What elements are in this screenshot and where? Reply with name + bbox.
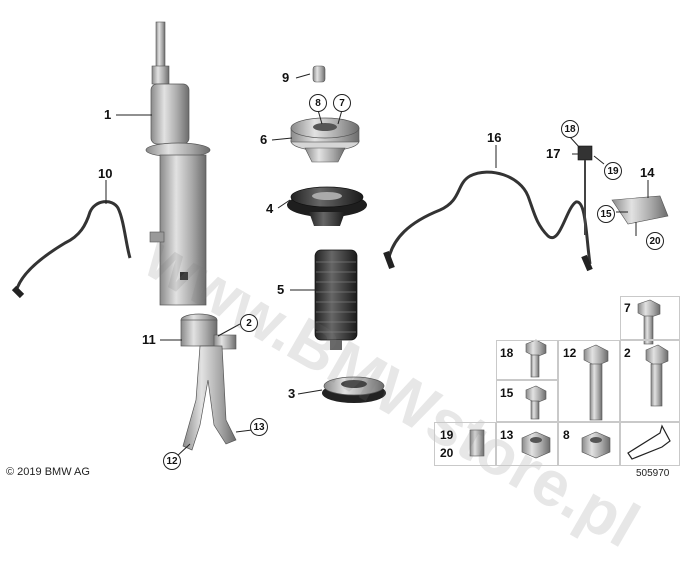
callout-circle-7: 7 — [333, 94, 351, 112]
parts-diagram: www.BMWstore.pl 7 18 12 2 15 19 20 13 8 … — [6, 21, 680, 561]
copyright: © 2019 BMW AG — [6, 466, 90, 478]
callout-circle-2: 2 — [240, 314, 258, 332]
bolt-15 — [525, 385, 547, 420]
arrow-icon — [627, 424, 671, 460]
grid-label-12: 12 — [563, 346, 577, 360]
sensor-cable-16 — [386, 170, 592, 265]
callout-1: 1 — [104, 107, 112, 122]
grid-label-20: 20 — [440, 446, 454, 460]
shock-absorber — [145, 21, 211, 306]
grid-cell-15 — [496, 380, 558, 422]
grid-cell-18 — [496, 340, 558, 380]
callout-4: 4 — [266, 201, 274, 216]
grid-cell-12 — [558, 340, 620, 422]
grid-label-13: 13 — [500, 428, 514, 442]
callout-3: 3 — [288, 386, 296, 401]
callout-5: 5 — [277, 282, 285, 297]
callout-11: 11 — [142, 332, 156, 347]
grid-label-19: 19 — [440, 428, 454, 442]
carrier-fork — [180, 313, 237, 451]
bolt-12 — [583, 344, 609, 421]
diagram-drawing — [11, 21, 671, 460]
grid-cell-arrow — [620, 422, 680, 466]
grid-label-15: 15 — [500, 386, 514, 400]
callout-circle-8: 8 — [309, 94, 327, 112]
lower-spring-pad — [322, 376, 386, 403]
callout-10: 10 — [98, 166, 113, 181]
grid-label-8: 8 — [563, 428, 570, 442]
grid-label-2: 2 — [624, 346, 631, 360]
callout-circle-15: 15 — [597, 205, 615, 223]
nut-8 — [581, 431, 611, 459]
callout-16: 16 — [487, 130, 502, 145]
callout-circle-20: 20 — [646, 232, 664, 250]
grid-cell-7 — [620, 296, 680, 340]
bracket — [611, 195, 669, 225]
spring-pad — [287, 186, 367, 226]
grid-label-7: 7 — [624, 301, 631, 315]
callout-17: 17 — [546, 146, 561, 161]
rubber-stop — [312, 65, 326, 83]
callout-9: 9 — [282, 70, 290, 85]
hardware-grid — [469, 299, 671, 460]
bolt-2 — [645, 344, 669, 407]
grid-label-18: 18 — [500, 346, 514, 360]
callout-14: 14 — [640, 165, 655, 180]
diagram-number: 505970 — [636, 468, 670, 479]
grid-cell-19-20 — [434, 422, 496, 466]
nut-13 — [521, 431, 551, 459]
support-bearing — [290, 117, 360, 163]
threaded-insert-19-20 — [469, 429, 485, 457]
wear-sensor — [577, 145, 593, 161]
grid-cell-2 — [620, 340, 680, 422]
grid-cell-13 — [496, 422, 558, 466]
sensor-cable-10 — [14, 200, 132, 293]
grid-cell-8 — [558, 422, 620, 466]
callout-circle-13: 13 — [250, 418, 268, 436]
bolt-7 — [637, 299, 661, 345]
callout-circle-18: 18 — [561, 120, 579, 138]
protection-tube — [314, 249, 358, 350]
callout-circle-12: 12 — [163, 452, 181, 470]
callout-circle-19: 19 — [604, 162, 622, 180]
callout-6: 6 — [260, 132, 268, 147]
